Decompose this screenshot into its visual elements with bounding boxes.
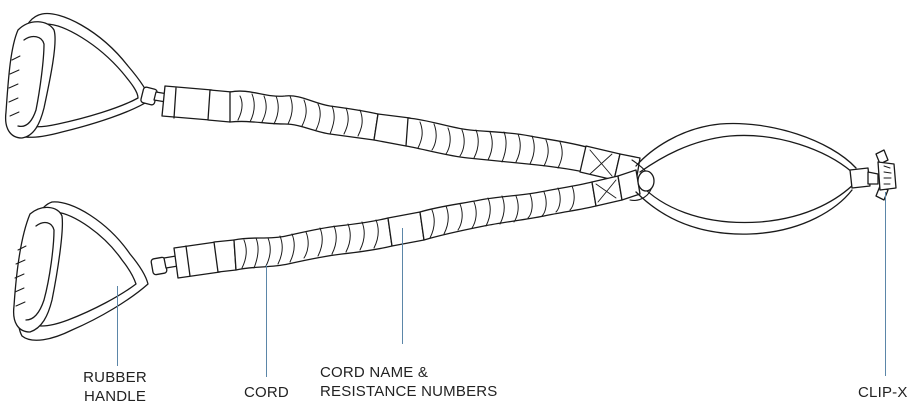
- cord-name-label-line1: CORD NAME &: [320, 363, 498, 382]
- cord-name-label-line2: RESISTANCE NUMBERS: [320, 382, 498, 401]
- clip-x: [850, 150, 896, 200]
- rubber-handle-label-line2: HANDLE: [80, 387, 150, 406]
- top-handle: [6, 13, 150, 138]
- clip-x-label: CLIP-X: [858, 383, 908, 402]
- cord-label: CORD: [244, 383, 289, 402]
- bottom-connector: [151, 240, 236, 278]
- bottom-handle: [14, 202, 148, 340]
- bottom-cord-sleeve: [234, 170, 640, 270]
- rubber-handle-label-line1: RUBBER: [80, 368, 150, 387]
- top-cord-sleeve: [230, 91, 640, 182]
- cord-name-leader: [402, 228, 403, 344]
- top-connector: [140, 86, 232, 122]
- rubber-handle-leader: [117, 286, 118, 366]
- rubber-handle-label: RUBBER HANDLE: [80, 368, 150, 406]
- cord-name-label: CORD NAME & RESISTANCE NUMBERS: [320, 363, 498, 401]
- webbing-loop: [630, 123, 856, 234]
- clip-x-leader: [885, 192, 886, 376]
- cord-leader: [266, 265, 267, 377]
